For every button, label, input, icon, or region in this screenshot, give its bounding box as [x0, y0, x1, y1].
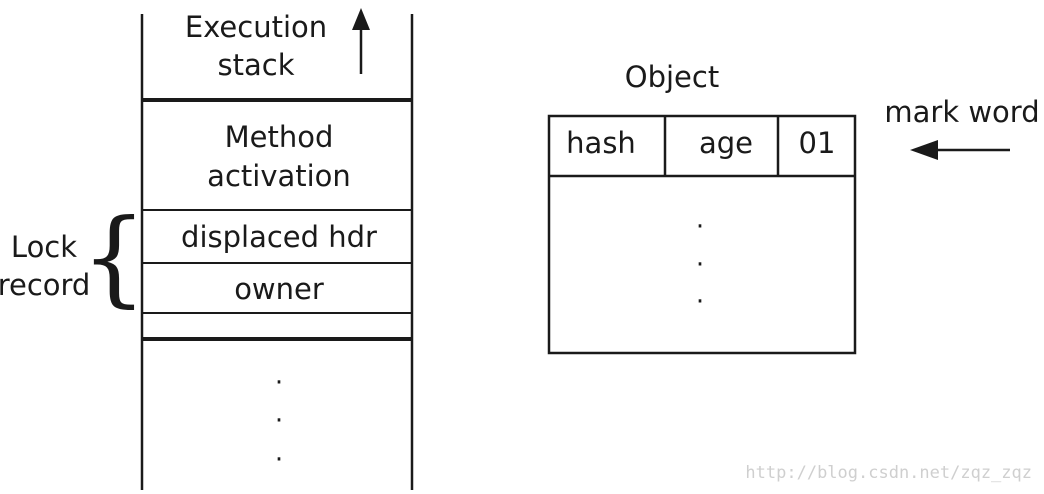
execution-stack-label-line2: stack [218, 48, 295, 82]
object-continuation-dot: · [696, 250, 704, 280]
method-activation-label-line2: activation [207, 159, 351, 193]
owner-label: owner [234, 272, 324, 306]
displaced-hdr-label: displaced hdr [181, 220, 377, 254]
object-box [547, 114, 857, 355]
object-title: Object [625, 60, 719, 94]
watermark-text: http://blog.csdn.net/zqz_zqz [745, 463, 1032, 483]
object-layout: Object hash age 01 · · · [547, 60, 857, 355]
object-continuation-dot: · [696, 212, 704, 242]
mark-word-arrow-icon [910, 140, 1010, 160]
execution-stack: Execution stack Method activation displa… [140, 8, 414, 490]
object-continuation-dot: · [696, 287, 704, 317]
stack-continuation-dot: · [275, 406, 283, 436]
mark-word-pointer: mark word [884, 95, 1040, 160]
lock-record-label-line2: record [0, 268, 90, 302]
lock-bits-field-label: 01 [799, 126, 836, 160]
hash-field-label: hash [566, 126, 636, 160]
mark-word-label: mark word [884, 95, 1039, 129]
lock-record-label-line1: Lock [11, 230, 77, 264]
method-activation-label-line1: Method [225, 120, 334, 154]
stack-continuation-dot: · [275, 445, 283, 475]
lock-record-brace-icon: { [81, 196, 147, 318]
execution-stack-label-line1: Execution [185, 10, 327, 44]
age-field-label: age [699, 126, 753, 160]
stack-continuation-dot: · [275, 368, 283, 398]
lock-record-annotation: Lock record { [0, 196, 147, 318]
stack-growth-arrow-icon [352, 8, 370, 74]
